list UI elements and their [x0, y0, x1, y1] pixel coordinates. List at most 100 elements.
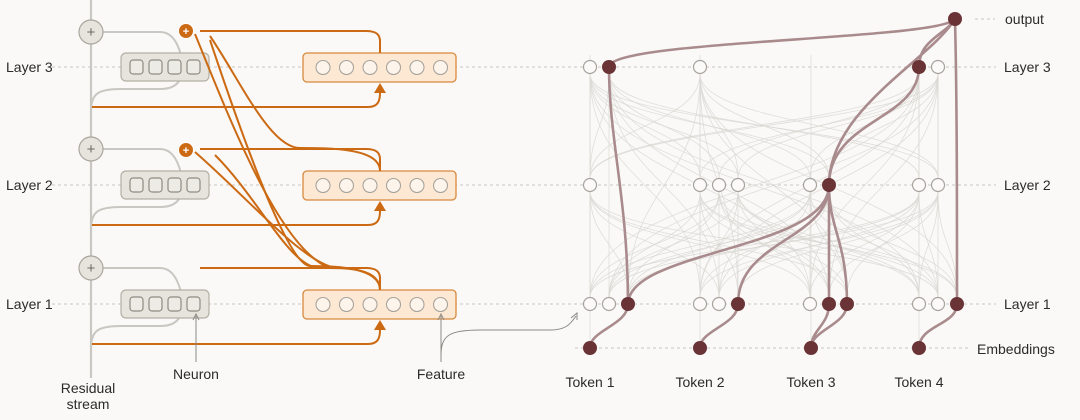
layer1-feature-node-active: [840, 297, 854, 311]
faint-edge: [828, 73, 939, 298]
feature-unit: [315, 296, 331, 313]
plus-icon: +: [183, 145, 189, 157]
plus-icon: +: [87, 260, 96, 277]
right-layer-label-2: Layer 2: [1004, 177, 1051, 193]
faint-edge: [809, 191, 939, 298]
left-layer-label-3: Layer 3: [6, 59, 53, 75]
cross-layer-line: [194, 151, 336, 269]
faint-edge: [828, 191, 958, 298]
attribution-paths: [588, 17, 959, 350]
feature-unit: [315, 59, 331, 76]
arrow-head-icon: [374, 201, 386, 211]
layer3-feature-node-active: [912, 60, 926, 74]
layer3-feature-node-active: [602, 60, 616, 74]
feature-unit: [385, 177, 402, 194]
faint-edge: [737, 191, 939, 298]
feature-output-line: [200, 267, 381, 290]
neuron-unit: [167, 177, 182, 193]
faint-edge: [608, 73, 939, 298]
feature-input-line: [92, 207, 381, 226]
faint-edge: [589, 73, 920, 179]
neuron-unit: [129, 296, 144, 312]
residual-label-line1: Residual: [60, 380, 116, 396]
feature-to-graph-pointer: [440, 315, 577, 356]
cross-layer-line: [209, 35, 381, 172]
embedding-node-active: [912, 341, 926, 355]
layer1-feature-node: [601, 296, 617, 312]
layer1-feature-node: [802, 296, 818, 312]
pointer-arrow-icon: [437, 312, 445, 321]
plus-icon: +: [87, 141, 96, 158]
feature-unit: [385, 59, 402, 76]
arrow-head-icon: [374, 83, 386, 93]
neuron-unit: [148, 59, 163, 75]
faint-edge: [809, 191, 920, 298]
layer3-feature-node: [582, 59, 598, 75]
pointer-arrow-icon: [570, 311, 578, 320]
plus-icon: +: [87, 24, 96, 41]
cross-layer-line: [214, 154, 381, 291]
attribution-path: [607, 17, 957, 69]
left-layer-label-2: Layer 2: [6, 177, 53, 193]
layer1-feature-node-active: [822, 297, 836, 311]
neuron-unit: [186, 59, 201, 75]
faint-edge: [589, 73, 610, 179]
feature-unit: [338, 59, 355, 76]
neuron-unit: [129, 59, 144, 75]
faint-edge: [699, 73, 939, 179]
faint-edge: [918, 191, 939, 298]
feature-add-circle: [178, 23, 194, 39]
token-label-1: Token 1: [565, 374, 615, 390]
neuron-unit: [129, 177, 144, 193]
attribution-graph: [582, 12, 964, 355]
layer1-feature-node-active: [950, 297, 964, 311]
attribution-path: [607, 65, 630, 306]
residual-block: +: [78, 19, 210, 112]
faint-edge: [718, 191, 920, 298]
output-node-active: [948, 12, 962, 26]
feature-output-line: [200, 148, 381, 171]
layer3-feature-node: [692, 59, 708, 75]
residual-diagram: + + +: [78, 0, 210, 378]
faint-edge: [737, 191, 958, 298]
layer1-feature-node: [582, 296, 598, 312]
residual-block: +: [78, 136, 210, 230]
faint-edge: [589, 191, 720, 298]
feature-unit: [432, 296, 449, 313]
residual-block: +: [78, 255, 210, 349]
feature-label: Feature: [416, 366, 466, 382]
token-label-3: Token 3: [786, 374, 836, 390]
layer2-feature-node: [692, 177, 708, 193]
layer1-feature-node: [930, 296, 946, 312]
faint-edge: [608, 73, 720, 298]
embedding-node-active: [583, 341, 597, 355]
feature-unit: [362, 177, 378, 194]
layer1-feature-node-active: [731, 297, 745, 311]
neuron-unit: [167, 59, 182, 75]
feature-unit: [338, 296, 355, 313]
neuron-box: [120, 289, 210, 319]
right-layer-label-1: Layer 1: [1004, 296, 1051, 312]
faint-edge: [589, 73, 920, 298]
layer2-feature-node: [802, 177, 818, 193]
faint-edge: [589, 73, 939, 179]
layer2-feature-node: [911, 177, 927, 193]
layer2-feature-node: [730, 177, 746, 193]
faint-edge: [589, 73, 739, 179]
graph-nodes: [582, 12, 964, 355]
output-label: output: [1005, 11, 1044, 27]
left-layer-label-1: Layer 1: [6, 296, 53, 312]
feature-input-line: [92, 326, 381, 345]
feature-output-line: [200, 30, 381, 53]
layer1-feature-node: [911, 296, 927, 312]
feature-unit: [432, 177, 449, 194]
neuron-box: [120, 170, 210, 200]
arrow-head-icon: [374, 320, 386, 330]
residual-add-circle: [78, 19, 104, 45]
neuron-label: Neuron: [173, 366, 219, 382]
pointer-arrow-icon: [192, 312, 200, 321]
layer1-feature-node: [711, 296, 727, 312]
faint-edge: [699, 191, 920, 298]
faint-edge: [627, 191, 720, 298]
